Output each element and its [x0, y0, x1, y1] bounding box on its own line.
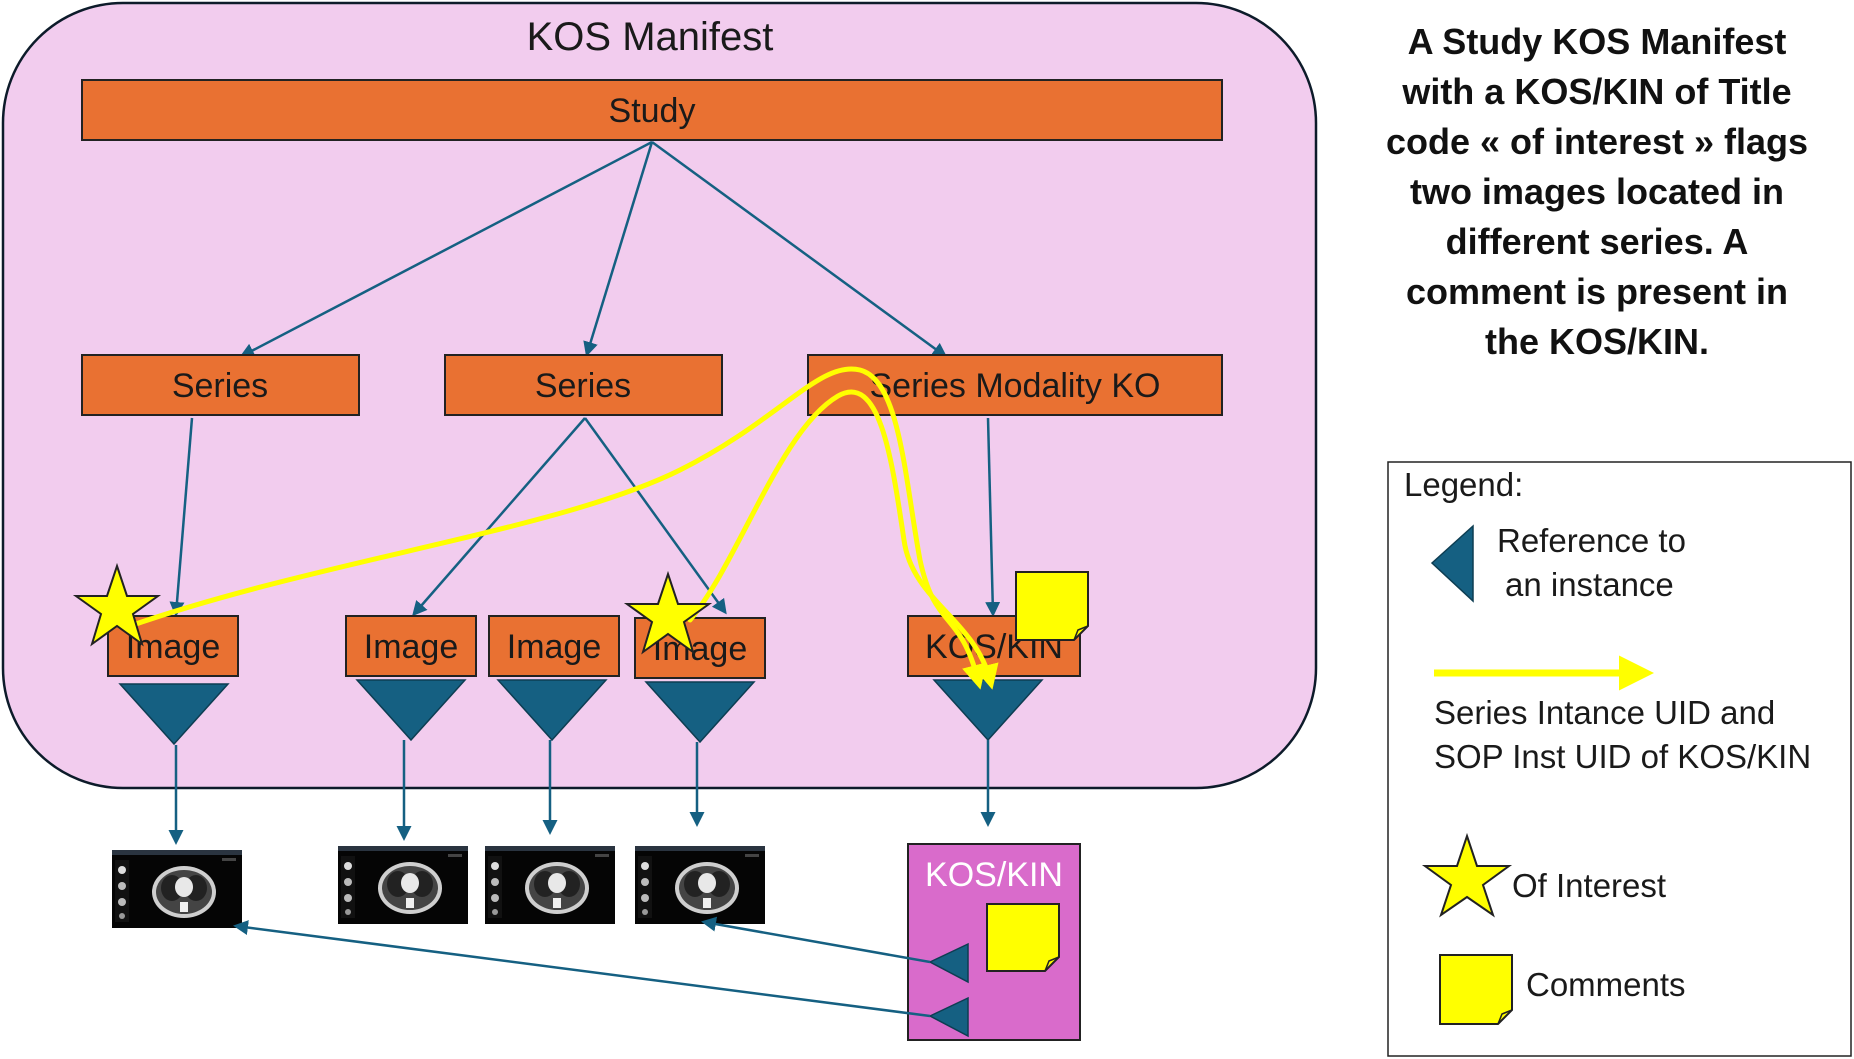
uid-arrow-1	[127, 366, 987, 690]
kos-document-label: KOS/KIN	[925, 856, 1063, 894]
study-box	[81, 79, 1223, 141]
reference-triangle-4	[644, 681, 756, 744]
star-icon	[1421, 832, 1513, 918]
series-instance-links	[169, 417, 1001, 617]
legend-title: Legend:	[1404, 466, 1523, 503]
image-label-4: Image	[653, 630, 748, 668]
description-line-7: the KOS/KIN.	[1485, 321, 1709, 362]
ct-image-thumbnail-2	[338, 846, 468, 924]
kos-document-comment-icon	[986, 903, 1060, 972]
link-study-series-1	[239, 140, 653, 358]
of-interest-star-1	[72, 562, 162, 647]
description-line-4: two images located in	[1410, 171, 1784, 212]
legend-arrow-line-1: Series Intance UID and	[1434, 694, 1775, 731]
legend-of-interest: Of Interest	[1512, 867, 1666, 904]
manifest-title: KOS Manifest	[527, 15, 774, 59]
image-label-3: Image	[507, 628, 602, 666]
ct-image-thumbnail-1	[112, 850, 242, 928]
comment-icon	[1439, 954, 1513, 1025]
series-label-2: Series	[535, 367, 631, 405]
description-line-1: A Study KOS Manifest	[1408, 21, 1787, 62]
legend-arrow-line-2: SOP Inst UID of KOS/KIN	[1434, 738, 1811, 775]
reference-triangle-3	[496, 679, 608, 742]
image-label-2: Image	[364, 628, 459, 666]
legend-reference-line-2: an instance	[1505, 566, 1674, 603]
study-label: Study	[609, 92, 696, 130]
series-label-1: Series	[172, 367, 268, 405]
link-study-series-3	[651, 140, 948, 358]
link-series3-kin	[985, 417, 1001, 617]
of-interest-star-2	[623, 570, 713, 655]
kos-reference-triangle-1	[928, 942, 969, 984]
description-line-2: with a KOS/KIN of Title	[1401, 71, 1791, 112]
reference-triangle-2	[355, 679, 467, 742]
kos-reference-line-2	[233, 920, 931, 1018]
image-label-1: Image	[126, 628, 221, 666]
reference-triangles	[118, 679, 1044, 746]
link-series2-image2	[412, 417, 586, 617]
kin-comment-icon	[1015, 571, 1089, 641]
ct-image-thumbnail-3	[485, 846, 615, 924]
description-line-3: code « of interest » flags	[1386, 121, 1808, 162]
series-box-2	[444, 354, 723, 416]
link-series1-image1	[169, 417, 194, 617]
reference-triangle-1	[118, 683, 230, 746]
uid-arrows	[127, 366, 999, 690]
study-series-links	[239, 140, 948, 358]
legend-comments: Comments	[1526, 966, 1686, 1003]
kos-reference-triangle-2	[928, 996, 969, 1038]
description-line-6: comment is present in	[1406, 271, 1788, 312]
series-label-3: Series Modality KO	[870, 367, 1161, 405]
kos-reference-line-1	[701, 916, 931, 964]
ct-image-thumbnail-4	[635, 846, 765, 924]
image-box-2	[345, 615, 477, 677]
legend-reference-line-1: Reference to	[1497, 522, 1686, 559]
reference-icon	[1430, 524, 1474, 603]
description-block: A Study KOS Manifest with a KOS/KIN of T…	[1386, 21, 1808, 362]
link-series2-image4	[583, 417, 727, 615]
image-box-3	[488, 615, 620, 677]
description-line-5: different series. A	[1446, 221, 1749, 262]
uid-arrow-2	[687, 389, 999, 690]
kos-document-references	[233, 916, 969, 1038]
link-study-series-2	[583, 141, 654, 357]
series-box-1	[81, 354, 360, 416]
reference-arrows	[168, 740, 996, 845]
